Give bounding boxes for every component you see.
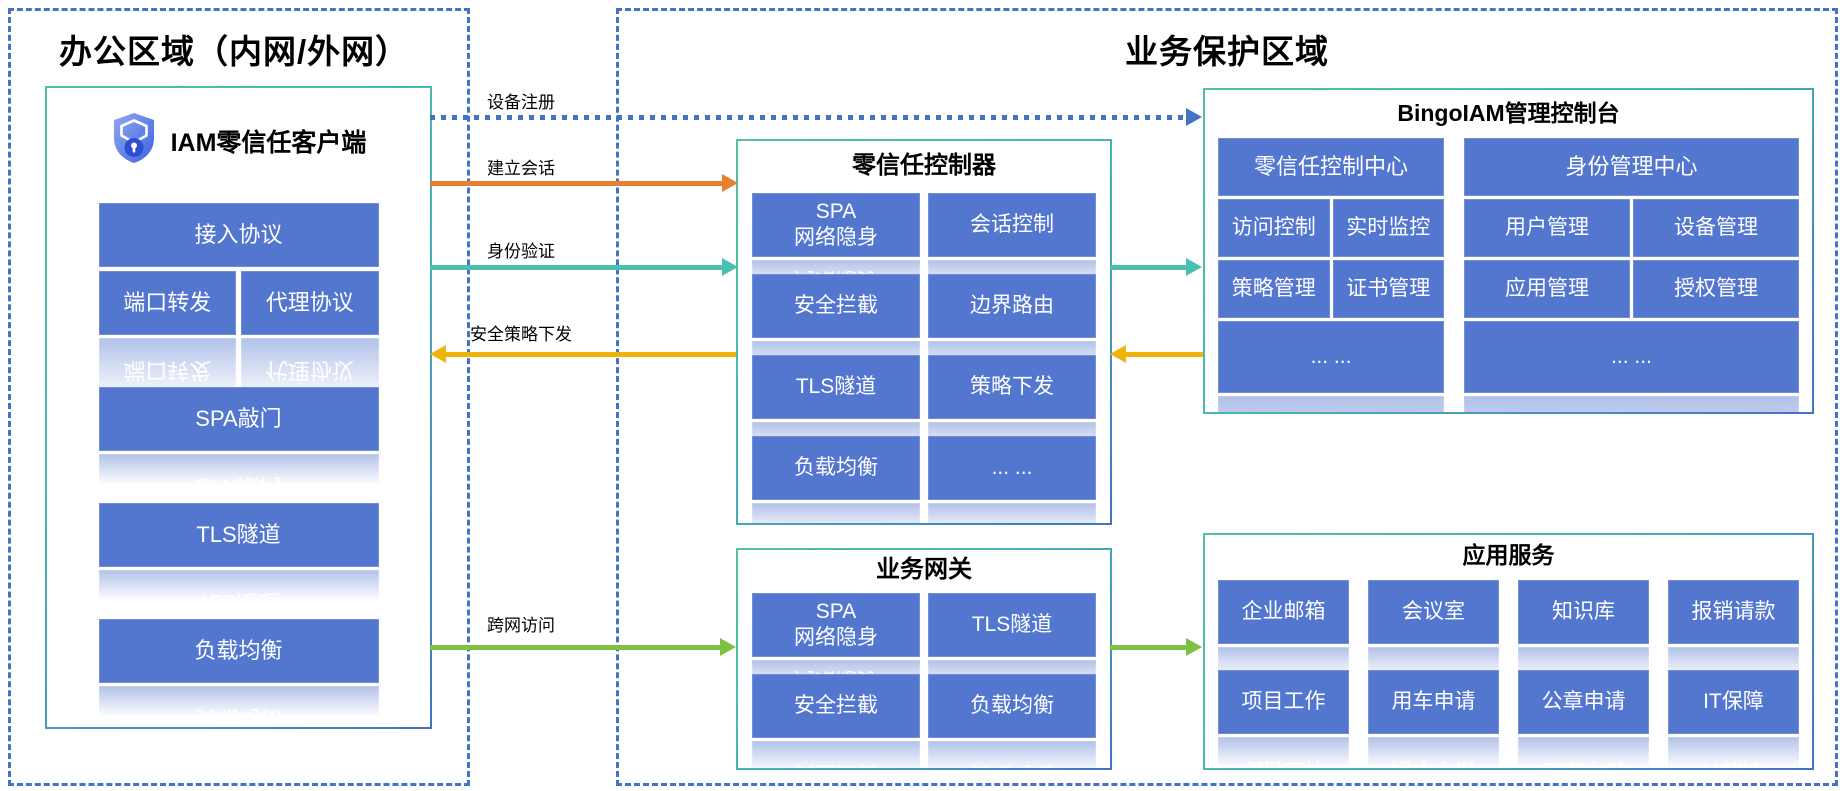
client-cell-tls-tunnel: TLS隧道 [98, 503, 379, 567]
controller-cell: TLS隧道 [752, 355, 920, 419]
client-cell-proxy-protocol: 代理协议 [241, 271, 379, 335]
application-list: 企业邮箱 会议室 知识库 报销请款 项目工作 用车申请 公章申请 IT保障 [1218, 580, 1799, 734]
gateway-cell: SPA 网络隐身 [752, 593, 920, 657]
console-cell: 应用管理 [1464, 260, 1630, 318]
app-cell: 报销请款 [1668, 580, 1799, 644]
flow-label-cross-network-access: 跨网访问 [487, 616, 555, 635]
identity-auth-arrow-line-2 [1110, 265, 1186, 270]
identity-auth-arrowhead [722, 258, 738, 276]
console-title: BingoIAM管理控制台 [1397, 100, 1620, 126]
device-register-arrow-line [430, 115, 1186, 120]
apps-title: 应用服务 [1462, 542, 1555, 568]
zero-trust-control-center-panel: 零信任控制中心 访问控制 实时监控 策略管理 证书管理 ... ... [1218, 138, 1444, 393]
app-cell: 项目工作 [1218, 670, 1349, 734]
shield-lock-icon [111, 112, 157, 169]
iam-client-title: IAM零信任客户端 [170, 128, 367, 157]
panel-header: 身份管理中心 [1464, 138, 1799, 196]
controller-title: 零信任控制器 [852, 152, 996, 179]
application-services-box: 应用服务 企业邮箱 会议室 知识库 报销请款 项目工作 用车申请 公章申请 IT… [1203, 533, 1814, 770]
app-cell: 会议室 [1368, 580, 1499, 644]
business-region-title: 业务保护区域 [1125, 33, 1329, 70]
business-protection-region: 业务保护区域 [616, 8, 1838, 786]
console-cell: 实时监控 [1332, 199, 1444, 257]
client-cell-access-protocol: 接入协议 [98, 203, 379, 267]
client-protocol-group: 接入协议 端口转发 代理协议 [98, 203, 379, 335]
iam-client-header: IAM零信任客户端 [47, 112, 430, 169]
controller-cell: 安全拦截 [752, 274, 920, 338]
app-cell: IT保障 [1668, 670, 1799, 734]
identity-auth-arrowhead-2 [1186, 258, 1202, 276]
app-cell: 企业邮箱 [1218, 580, 1349, 644]
app-cell: 用车申请 [1368, 670, 1499, 734]
controller-cell: 会话控制 [928, 193, 1096, 257]
policy-push-arrow-line-2 [1126, 352, 1203, 357]
policy-push-arrow-line [446, 352, 736, 357]
flow-label-policy-push: 安全策略下发 [470, 325, 572, 344]
client-cell-spa-knock: SPA敲门 [98, 387, 379, 451]
gateway-cell: 负载均衡 [928, 674, 1096, 738]
zero-trust-controller-box: 零信任控制器 SPA 网络隐身 会话控制 安全拦截 边界路由 TLS隧道 策略下… [736, 139, 1112, 525]
flow-label-device-register: 设备注册 [487, 93, 555, 112]
iam-client-modules: 接入协议 端口转发 代理协议 SPA敲门 TLS隧道 负载均衡 [98, 203, 379, 683]
policy-push-arrowhead [430, 345, 446, 363]
controller-cell: 边界路由 [928, 274, 1096, 338]
policy-push-arrowhead-2 [1110, 345, 1126, 363]
cross-network-arrowhead-2 [1186, 638, 1202, 656]
client-cell-port-forward: 端口转发 [98, 271, 236, 335]
establish-session-arrow-line [430, 181, 722, 186]
office-network-region: 办公区域（内网/外网） [8, 8, 470, 786]
office-region-title: 办公区域（内网/外网） [59, 33, 410, 70]
console-cell-ellipsis: ... ... [1218, 321, 1444, 393]
establish-session-arrowhead [722, 174, 738, 192]
iam-client-box: IAM零信任客户端 接入协议 端口转发 代理协议 SPA敲门 TLS隧道 负载均… [45, 86, 432, 729]
gateway-modules: SPA 网络隐身 TLS隧道 安全拦截 负载均衡 [752, 593, 1096, 738]
cross-network-arrow-line-2 [1110, 645, 1186, 650]
business-gateway-box: 业务网关 SPA 网络隐身 TLS隧道 安全拦截 负载均衡 [736, 548, 1112, 770]
app-cell: 知识库 [1518, 580, 1649, 644]
console-cell-ellipsis: ... ... [1464, 321, 1799, 393]
flow-label-identity-auth: 身份验证 [487, 242, 555, 261]
gateway-cell: TLS隧道 [928, 593, 1096, 657]
console-cell: 策略管理 [1218, 260, 1330, 318]
cross-network-arrow-line [430, 645, 720, 650]
controller-cell: 策略下发 [928, 355, 1096, 419]
identity-management-center-panel: 身份管理中心 用户管理 设备管理 应用管理 授权管理 ... ... [1464, 138, 1799, 393]
bingoiam-console-box: BingoIAM管理控制台 零信任控制中心 访问控制 实时监控 策略管理 证书管… [1203, 88, 1814, 414]
gateway-title: 业务网关 [876, 556, 972, 583]
console-cell: 设备管理 [1633, 199, 1799, 257]
app-cell: 公章申请 [1518, 670, 1649, 734]
panel-header: 零信任控制中心 [1218, 138, 1444, 196]
console-cell: 授权管理 [1633, 260, 1799, 318]
flow-label-establish-session: 建立会话 [487, 159, 555, 178]
console-cell: 证书管理 [1332, 260, 1444, 318]
gateway-cell: 安全拦截 [752, 674, 920, 738]
client-cell-load-balance: 负载均衡 [98, 619, 379, 683]
controller-cell: ... ... [928, 436, 1096, 500]
controller-cell: 负载均衡 [752, 436, 920, 500]
controller-modules: SPA 网络隐身 会话控制 安全拦截 边界路由 TLS隧道 策略下发 负载均衡 … [752, 193, 1096, 500]
identity-auth-arrow-line [430, 265, 722, 270]
console-cell: 用户管理 [1464, 199, 1630, 257]
device-register-arrowhead [1186, 108, 1202, 126]
cross-network-arrowhead [720, 638, 736, 656]
console-cell: 访问控制 [1218, 199, 1330, 257]
controller-cell: SPA 网络隐身 [752, 193, 920, 257]
